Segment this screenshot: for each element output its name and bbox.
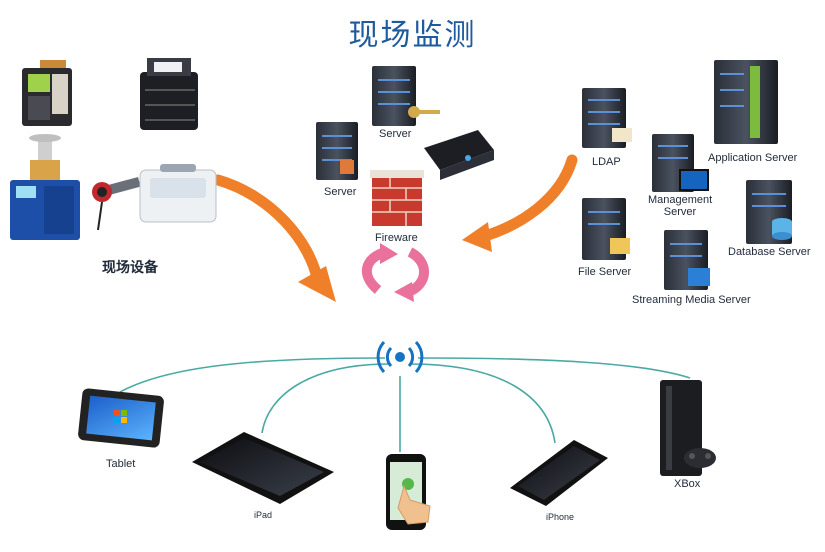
portable-case-icon bbox=[139, 164, 217, 223]
arrow-head-field bbox=[298, 266, 336, 302]
ipad-label: iPad bbox=[254, 510, 273, 520]
connector-xbox bbox=[417, 357, 691, 379]
server-rack-2-icon bbox=[316, 122, 358, 180]
database-server-icon bbox=[746, 180, 792, 244]
file-server-icon bbox=[582, 198, 630, 260]
air-sampler-icon bbox=[10, 134, 80, 240]
portable-sampler-icon bbox=[140, 58, 198, 130]
management-server-icon bbox=[652, 134, 709, 192]
page-title: 现场监测 bbox=[348, 18, 477, 53]
xbox-console-icon bbox=[660, 380, 716, 476]
arrow-head-servers bbox=[462, 222, 492, 252]
analyzer-device-icon bbox=[22, 60, 72, 126]
streaming-server-label: Streaming Media Server bbox=[632, 294, 751, 306]
connector-iphone bbox=[409, 363, 556, 444]
connector-ipad bbox=[261, 363, 391, 434]
ipad-device-icon bbox=[192, 432, 334, 504]
ldap-label: LDAP bbox=[592, 156, 621, 168]
arrow-from-servers bbox=[479, 154, 578, 242]
tablet-label: Tablet bbox=[106, 458, 136, 470]
application-server-label: Application Server bbox=[708, 152, 798, 164]
firewall-icon bbox=[370, 170, 424, 226]
firewall-label: Fireware bbox=[375, 232, 418, 244]
server-2-label: Server bbox=[324, 186, 357, 198]
streaming-server-icon bbox=[664, 230, 710, 290]
file-server-label: File Server bbox=[578, 266, 632, 278]
server-rack-1-icon bbox=[372, 66, 416, 126]
database-server-label: Database Server bbox=[728, 246, 811, 258]
ldap-server-icon bbox=[582, 88, 632, 148]
router-icon bbox=[424, 130, 494, 180]
field-equipment-group bbox=[10, 58, 217, 240]
device-connectors bbox=[119, 357, 691, 452]
application-server-icon bbox=[714, 60, 778, 144]
connector-tablet bbox=[119, 357, 386, 393]
management-server-label: Management Server bbox=[648, 194, 713, 218]
iphone-device-icon bbox=[510, 440, 608, 506]
server-1-label: Server bbox=[379, 128, 412, 140]
probe-icon bbox=[92, 176, 141, 231]
field-equipment-caption: 现场设备 bbox=[102, 260, 158, 276]
wifi-hub-icon bbox=[376, 340, 424, 374]
iphone-label: iPhone bbox=[546, 512, 575, 522]
smartphone-touch-icon bbox=[386, 454, 431, 530]
key-icon bbox=[408, 106, 440, 118]
sync-arrows-icon bbox=[362, 243, 429, 302]
arrow-from-field-equipment bbox=[212, 174, 324, 288]
tablet-device-icon bbox=[78, 388, 164, 448]
xbox-label: XBox bbox=[674, 478, 701, 490]
